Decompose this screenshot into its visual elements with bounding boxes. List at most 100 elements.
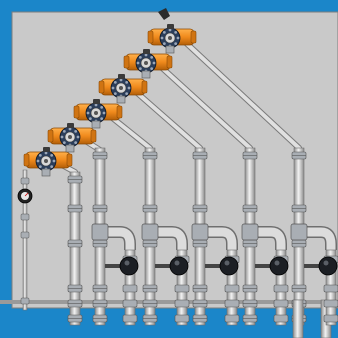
elbow-pipe [105, 227, 135, 250]
actuator-end-cap [66, 153, 73, 167]
valve-bolt [94, 103, 98, 107]
actuated-valves [23, 8, 197, 177]
valve-bolt [136, 61, 140, 65]
check-valve [219, 256, 239, 276]
pipe-coupling [273, 314, 289, 323]
pipe-coupling [122, 284, 138, 293]
tee-fitting [91, 223, 109, 241]
valve-bolt [74, 129, 78, 133]
valve-hub [119, 86, 123, 90]
instrument-fitting [20, 213, 30, 221]
valve-bolt [38, 153, 42, 157]
position-indicator [143, 49, 150, 54]
actuated-valve [98, 74, 148, 104]
elbow-pipe [255, 227, 286, 250]
valve-bolt [162, 30, 166, 34]
valve-bolt [62, 141, 66, 145]
elbow-pipe [205, 227, 237, 250]
tee-fitting [191, 223, 209, 241]
valve-bolt [38, 165, 42, 169]
valve-hub [144, 61, 148, 65]
actuated-valve [23, 147, 73, 177]
valve-bolt [125, 80, 129, 84]
check-valve-highlight [124, 260, 130, 266]
diagonal-pipe [108, 114, 152, 150]
valve-bolt [174, 42, 178, 46]
outlet-pipe [292, 299, 304, 338]
check-valve-highlight [174, 260, 180, 266]
actuated-valve [47, 123, 97, 153]
position-indicator [118, 74, 125, 79]
check-valves [105, 256, 338, 276]
pipe-coupling [174, 284, 190, 293]
valve-bolt [100, 105, 104, 109]
valve-bolt [100, 117, 104, 121]
valve-bolt [50, 153, 54, 157]
riser-pipe [69, 171, 81, 326]
valve-bolt [113, 92, 117, 96]
elbow-pipe [155, 227, 187, 250]
check-valve [318, 256, 338, 276]
diagonal-pipe [182, 39, 301, 150]
valve-bolt [102, 111, 106, 115]
valve-bolt [119, 78, 123, 82]
valve-bolt [60, 135, 64, 139]
valve-bolt [36, 159, 40, 163]
check-valve-stem [255, 264, 273, 268]
check-valve [169, 256, 189, 276]
diagonal-pipe [158, 64, 252, 150]
actuator-end-cap [98, 80, 105, 94]
instrument-fitting [20, 231, 30, 239]
check-valve [269, 256, 289, 276]
valve-flange [165, 45, 175, 54]
check-valve-stem [155, 264, 173, 268]
valve-hub [94, 111, 98, 115]
check-valve-stem [304, 264, 322, 268]
pipe-coupling [323, 299, 338, 308]
valve-hub [168, 36, 172, 40]
pipe-coupling [273, 299, 289, 308]
valve-bolt [111, 86, 115, 90]
valve-bolt [138, 67, 142, 71]
valve-flange [65, 144, 75, 153]
pipe-coupling [224, 299, 240, 308]
valve-bolt [50, 165, 54, 169]
instrument-fitting [20, 177, 30, 185]
tee-fitting [241, 223, 259, 241]
tee-fitting [141, 223, 159, 241]
valve-bolt [150, 67, 154, 71]
valve-bolt [86, 111, 90, 115]
valve-flange [116, 95, 126, 104]
valve-bolt [76, 135, 80, 139]
actuator-end-cap [141, 80, 148, 94]
actuator-end-cap [166, 55, 173, 69]
actuated-valve [73, 99, 123, 129]
valve-bolt [68, 127, 72, 131]
pipe-coupling [323, 314, 338, 323]
valve-bolt [176, 36, 180, 40]
valve-bolt [52, 159, 56, 163]
pipe-coupling [122, 314, 138, 323]
check-valve-highlight [224, 260, 230, 266]
valve-bolt [62, 129, 66, 133]
valve-hub [68, 135, 72, 139]
valve-bolt [88, 105, 92, 109]
actuated-valve [123, 49, 173, 79]
check-valve-stem [105, 264, 123, 268]
actuator-end-cap [190, 30, 197, 44]
pipe-coupling [174, 314, 190, 323]
elbow-pipe [304, 227, 336, 250]
valve-bolt [162, 42, 166, 46]
valve-hub [44, 159, 48, 163]
actuator-end-cap [147, 30, 154, 44]
actuator-end-cap [90, 129, 97, 143]
valve-bolt [144, 53, 148, 57]
position-indicator [43, 147, 50, 152]
pipe-coupling [224, 314, 240, 323]
valve-bolt [88, 117, 92, 121]
pipe-coupling [174, 299, 190, 308]
check-valve-highlight [323, 260, 329, 266]
position-indicator [167, 24, 174, 29]
pipe-coupling [323, 284, 338, 293]
